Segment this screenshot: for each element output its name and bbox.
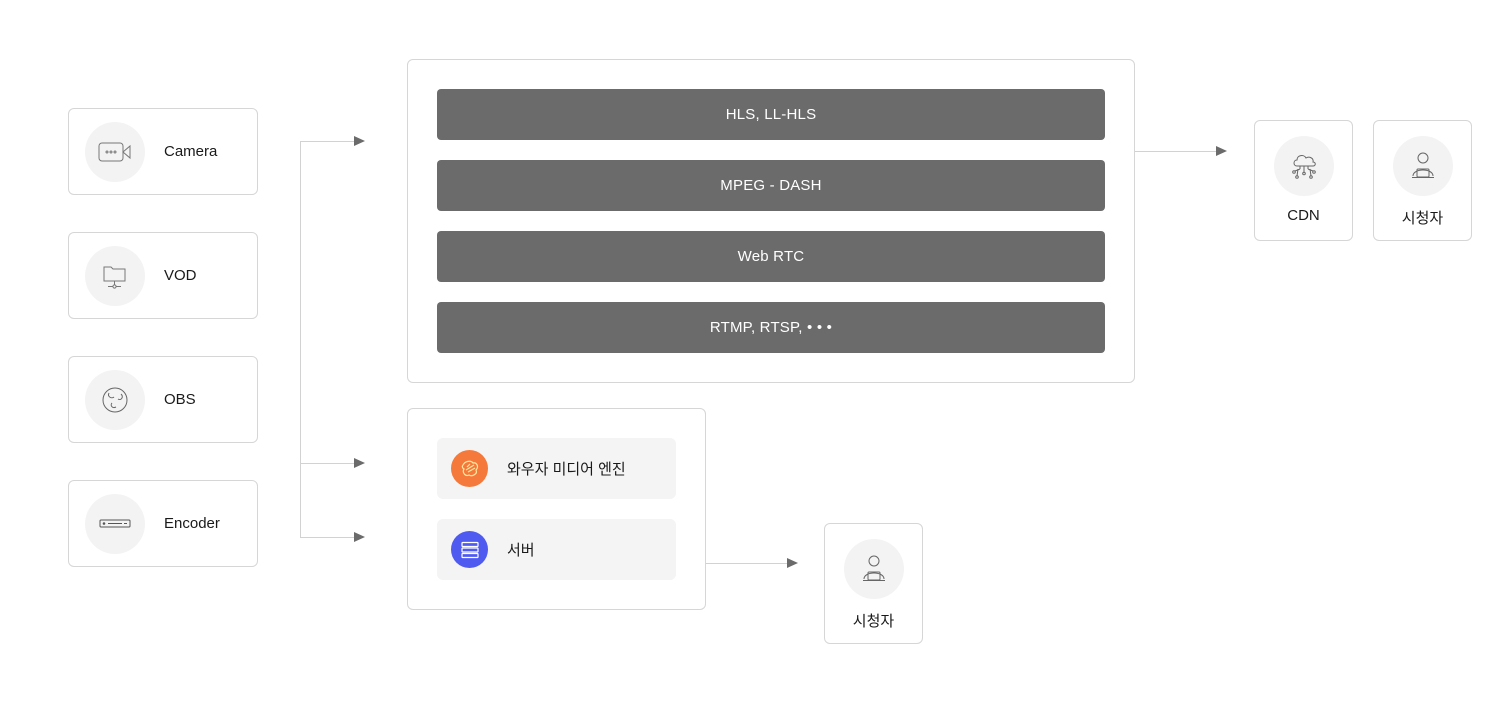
target-label: 시청자	[1401, 210, 1444, 227]
source-label: Encoder	[164, 515, 220, 532]
source-label: OBS	[164, 391, 196, 408]
protocol-bar-hls[interactable]: HLS, LL-HLS	[437, 89, 1105, 140]
protocol-bar-dash[interactable]: MPEG - DASH	[437, 160, 1105, 211]
source-label: VOD	[164, 267, 197, 284]
protocol-bar-webrtc[interactable]: Web RTC	[437, 231, 1105, 282]
protocol-bar-rtmp[interactable]: RTMP, RTSP, • • •	[437, 302, 1105, 353]
source-card-vod[interactable]: VOD	[68, 232, 258, 319]
target-card-viewer-bottom[interactable]: 시청자	[824, 523, 923, 644]
connector-bracket	[300, 141, 301, 538]
target-card-viewer[interactable]: 시청자	[1373, 120, 1472, 241]
viewer-icon	[844, 539, 904, 599]
wowza-logo-icon	[451, 450, 488, 487]
engine-label: 와우자 미디어 엔진	[507, 461, 626, 478]
folder-network-icon	[85, 246, 145, 306]
target-card-cdn[interactable]: CDN	[1254, 120, 1353, 241]
arrow-head-icon	[1216, 146, 1227, 156]
arrow-head-icon	[787, 558, 798, 568]
source-label: Camera	[164, 143, 218, 160]
viewer-icon	[1393, 136, 1453, 196]
source-card-encoder[interactable]: Encoder	[68, 480, 258, 567]
connector-line	[300, 141, 355, 142]
arrow-head-icon	[354, 532, 365, 542]
obs-icon	[85, 370, 145, 430]
connector-line	[1135, 151, 1217, 152]
connector-line	[300, 463, 355, 464]
arrow-head-icon	[354, 458, 365, 468]
cloud-network-icon	[1274, 136, 1334, 196]
arrow-head-icon	[354, 136, 365, 146]
server-icon	[451, 531, 488, 568]
target-label: CDN	[1287, 207, 1320, 224]
camera-icon	[85, 122, 145, 182]
engine-label: 서버	[507, 542, 535, 559]
target-label: 시청자	[852, 613, 895, 630]
connector-line	[300, 537, 355, 538]
engine-row-wowza[interactable]: 와우자 미디어 엔진	[437, 438, 676, 499]
encoder-icon	[85, 494, 145, 554]
engine-row-server[interactable]: 서버	[437, 519, 676, 580]
connector-line	[706, 563, 788, 564]
source-card-camera[interactable]: Camera	[68, 108, 258, 195]
source-card-obs[interactable]: OBS	[68, 356, 258, 443]
